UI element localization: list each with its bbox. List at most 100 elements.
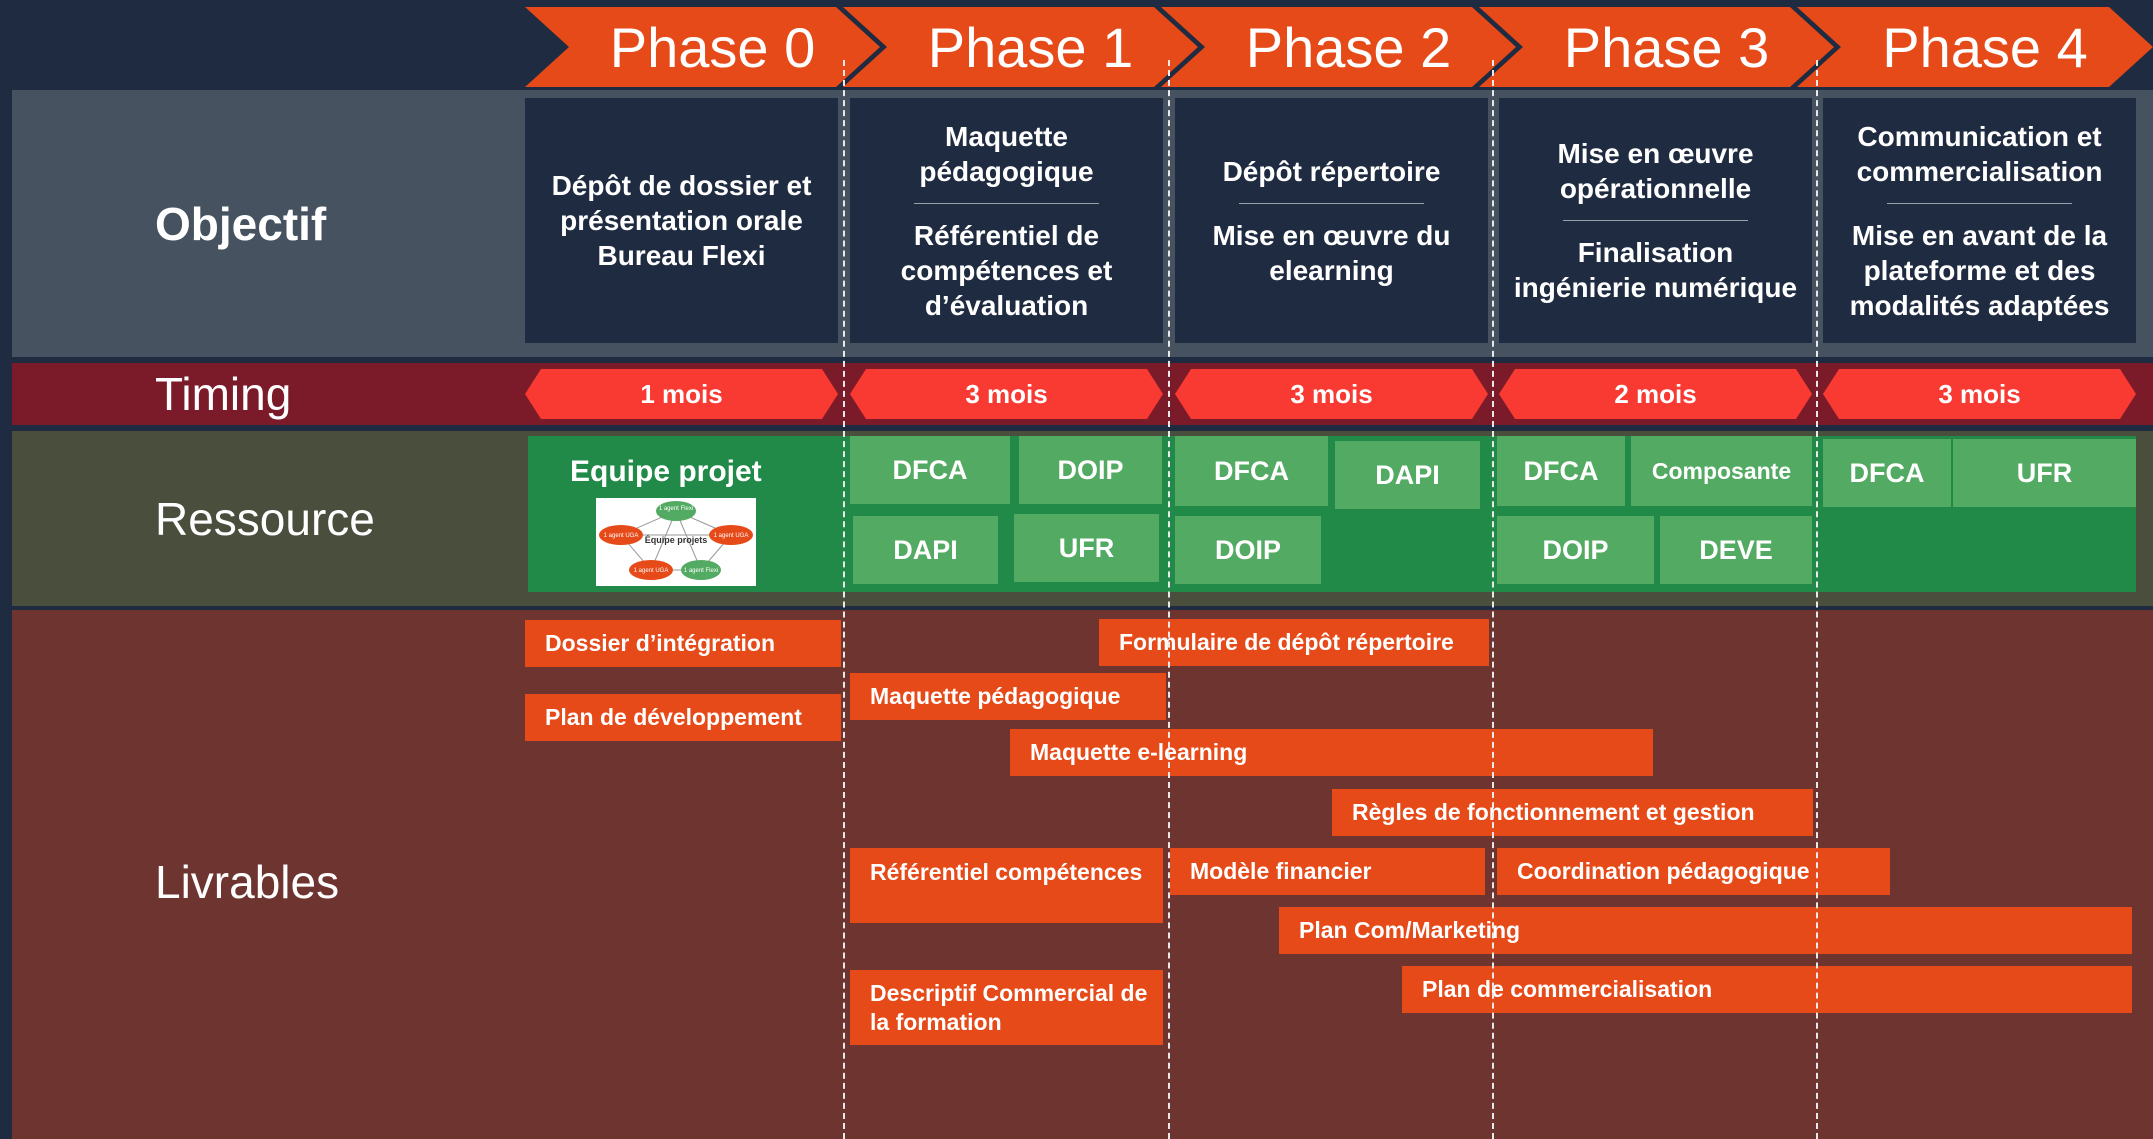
timing-pill-phase-4: 3 mois <box>1823 369 2136 419</box>
diagram-node-label: 1 agent UGA <box>604 533 639 539</box>
deliverable-bar: Maquette pédagogique <box>850 673 1166 720</box>
deliverable-bar: Règles de fonctionnement et gestion <box>1332 789 1813 836</box>
resource-box-dfca: DFCA <box>850 436 1010 504</box>
timing-pill-phase-3: 2 mois <box>1499 369 1812 419</box>
resource-label: DOIP <box>1214 534 1281 565</box>
phase-label: Phase 1 <box>927 15 1134 79</box>
resource-box-composante: Composante <box>1631 436 1812 506</box>
diagram-node-uga <box>629 560 673 580</box>
objective-card-phase-4: Communication et commercialisation Mise … <box>1823 98 2136 343</box>
objective-card-phase-2: Dépôt répertoire Mise en œuvre du elearn… <box>1175 98 1488 343</box>
objective-text: Mise en œuvre opérationnelle <box>1557 138 1754 204</box>
deliverable-label: Formulaire de dépôt répertoire <box>1119 629 1454 655</box>
diagram-node-label: 1 agent Flexi <box>659 506 693 512</box>
resource-label: DFCA <box>1523 455 1599 486</box>
deliverable-label: Dossier d’intégration <box>545 630 776 656</box>
equipe-projet-title: Equipe projet <box>570 455 762 488</box>
deliverable-label: Référentiel compétences <box>870 859 1143 885</box>
phase-label: Phase 2 <box>1245 15 1452 79</box>
objective-divider <box>1887 202 2072 204</box>
resource-label: DFCA <box>1849 457 1925 488</box>
objective-divider <box>914 202 1099 204</box>
deliverable-label: Règles de fonctionnement et gestion <box>1352 799 1755 825</box>
deliverable-bar: Référentiel compétences <box>850 848 1163 923</box>
objective-card-phase-1: Maquette pédagogique Référentiel de comp… <box>850 98 1163 343</box>
deliverable-bar: Dossier d’intégration <box>525 620 841 667</box>
resource-box-ufr: UFR <box>1953 439 2136 507</box>
resource-box-deve: DEVE <box>1660 516 1812 584</box>
objective-card-phase-3: Mise en œuvre opérationnelle Finalisatio… <box>1499 98 1812 343</box>
objective-subtext: Finalisation ingénierie numérique <box>1513 237 1798 303</box>
timing-value: 3 mois <box>1938 378 2021 409</box>
resource-box-dfca: DFCA <box>1175 436 1328 506</box>
phase-0-chevron: Phase 0 <box>525 7 880 87</box>
objective-subtext: Mise en œuvre du elearning <box>1212 219 1451 286</box>
resource-box-dapi: DAPI <box>853 516 998 584</box>
resource-label: UFR <box>1058 532 1115 563</box>
timing-value: 1 mois <box>640 378 723 409</box>
deliverable-bar: Modèle financier <box>1170 848 1485 895</box>
resource-label: DOIP <box>1057 454 1124 485</box>
objective-subtext: Mise en avant de la plateforme et des mo… <box>1849 219 2110 321</box>
diagram-node-flexi <box>656 501 696 521</box>
deliverable-label: Maquette pédagogique <box>870 683 1121 709</box>
phase-label: Phase 0 <box>609 15 816 79</box>
deliverable-bar: Formulaire de dépôt répertoire <box>1099 619 1489 666</box>
deliverable-bar: Maquette e-learning <box>1010 729 1653 776</box>
resource-label: DAPI <box>1375 459 1440 490</box>
phase-label: Phase 4 <box>1882 15 2088 79</box>
deliverable-label: Maquette e-learning <box>1030 739 1248 765</box>
resource-box-dapi: DAPI <box>1335 441 1480 509</box>
resource-box-doip: DOIP <box>1497 516 1654 584</box>
deliverable-label: Plan Com/Marketing <box>1299 917 1521 943</box>
resource-label: DFCA <box>1214 455 1289 486</box>
phase-3-chevron: Phase 3 <box>1479 7 1834 87</box>
equipe-projet-diagram: 1 agent Flexi 1 agent UGA 1 agent UGA 1 … <box>596 498 756 586</box>
resource-box-ufr: UFR <box>1014 514 1159 582</box>
phase-divider <box>1816 60 1818 1139</box>
livrables-row-label: Livrables <box>155 856 340 908</box>
phase-divider <box>843 60 845 1139</box>
timing-row-label: Timing <box>155 368 292 420</box>
resource-box-dfca: DFCA <box>1823 439 1951 507</box>
phase-divider <box>1492 60 1494 1139</box>
deliverable-bar: Coordination pédagogique <box>1497 848 1890 895</box>
phase-divider <box>1168 60 1170 1139</box>
objective-text: Communication et commercialisation <box>1856 120 2103 187</box>
timing-value: 2 mois <box>1614 378 1697 409</box>
ressource-row-label: Ressource <box>155 492 375 545</box>
deliverable-label: Descriptif Commercial de la formation <box>870 979 1148 1035</box>
timing-pill-phase-2: 3 mois <box>1175 369 1488 419</box>
objectif-row-label: Objectif <box>155 197 327 250</box>
resource-box-dfca: DFCA <box>1497 436 1625 506</box>
objective-text: Dépôt répertoire <box>1222 155 1441 187</box>
diagram-node-label: 1 agent Flexi <box>684 568 718 574</box>
diagram-node-uga <box>709 525 753 545</box>
phase-2-chevron: Phase 2 <box>1161 7 1516 87</box>
resource-label: Composante <box>1651 457 1792 484</box>
deliverable-label: Coordination pédagogique <box>1517 858 1810 884</box>
objective-divider <box>1563 220 1748 221</box>
objective-subtext: Référentiel de compétences et d’évaluati… <box>900 219 1113 321</box>
phase-4-chevron: Phase 4 <box>1797 7 2153 87</box>
phase-1-chevron: Phase 1 <box>843 7 1198 87</box>
diagram-node-flexi <box>681 560 721 580</box>
diagram-node-uga <box>599 525 643 545</box>
resource-box-doip: DOIP <box>1175 516 1321 584</box>
resource-label: DEVE <box>1699 534 1773 565</box>
resource-label: DFCA <box>892 454 968 485</box>
deliverable-bar: Plan de développement <box>525 694 841 741</box>
timing-pill-phase-1: 3 mois <box>850 369 1163 419</box>
deliverable-bar: Plan Com/Marketing <box>1279 907 2132 954</box>
resource-label: UFR <box>2016 457 2073 488</box>
objective-card-phase-0: Dépôt de dossier et présentation orale B… <box>525 98 838 343</box>
deliverable-bar: Plan de commercialisation <box>1402 966 2132 1013</box>
deliverable-label: Plan de développement <box>545 704 802 730</box>
diagram-node-label: 1 agent UGA <box>634 568 669 574</box>
resource-box-doip: DOIP <box>1019 436 1162 504</box>
timing-value: 3 mois <box>965 378 1048 409</box>
timing-value: 3 mois <box>1290 378 1373 409</box>
diagram-node-label: 1 agent UGA <box>714 533 749 539</box>
objective-text: Maquette pédagogique <box>919 120 1094 187</box>
deliverable-label: Plan de commercialisation <box>1422 976 1713 1002</box>
